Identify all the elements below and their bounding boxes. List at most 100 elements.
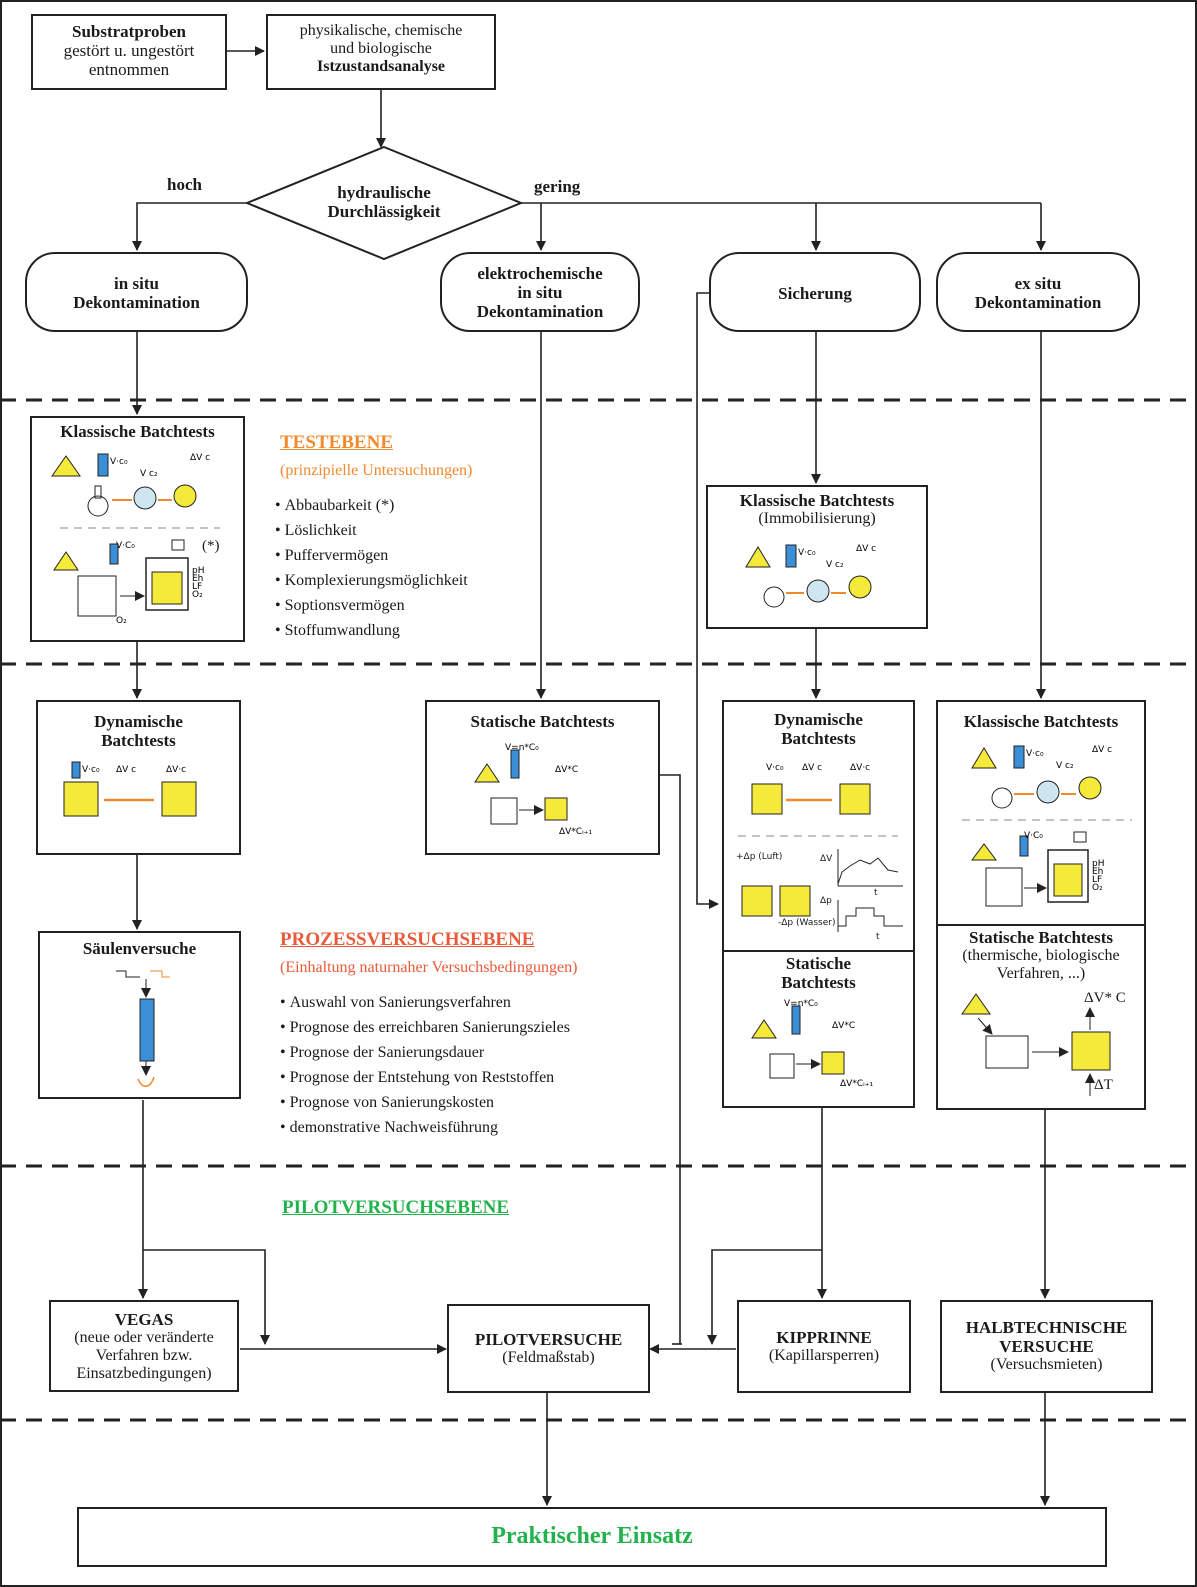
svg-text:ΔV*Cᵢ₊₁: ΔV*Cᵢ₊₁ [840,1079,873,1089]
statisch2-line1: Statische [785,954,852,973]
test-item: Abbaubarkeit (*) [275,493,468,518]
svg-text:ΔV*Cᵢ₊₁: ΔV*Cᵢ₊₁ [559,827,592,837]
saeulen-title: Säulenversuche [82,939,197,958]
svg-text:ΔV c: ΔV c [802,763,822,773]
dynamisch2-line1: Dynamische [774,710,863,729]
branch-gering-label: gering [534,177,581,196]
vegas-line2: Verfahren bzw. [95,1346,193,1364]
svg-text:ΔV*C: ΔV*C [555,765,578,775]
svg-text:V·c₀: V·c₀ [110,457,128,467]
level-test-title: TESTEBENE [280,432,393,453]
klassisch2-title: Klassische Batchtests [739,491,895,510]
dynamisch2-dp: Δp [820,896,832,906]
level-pilot-title: PILOTVERSUCHSEBENE [282,1197,510,1218]
dynamisch2-line2: Batchtests [781,729,856,749]
statisch2-line2: Batchtests [781,973,856,993]
klassisch3-box: Klassische Batchtests V·c₀ V c₂ ΔV c V·C… [936,700,1146,1110]
istzustand-line1: physikalische, chemische [299,22,463,39]
svg-text:Eh: Eh [192,574,203,584]
static-batch-illustration-2: V=n*C₀ ΔV*C ΔV*Cᵢ₊₁ [751,999,873,1089]
elektro-line2: in situ [517,283,563,303]
svg-text:ΔV·c: ΔV·c [166,765,186,775]
svg-text:V=n*C₀: V=n*C₀ [784,999,818,1009]
elektro-line1: elektrochemische [477,264,603,283]
svg-text:ΔV*C: ΔV*C [832,1021,855,1031]
svg-text:ΔV c: ΔV c [190,453,210,463]
decision-diamond [244,145,524,261]
test-list: Abbaubarkeit (*) Löslichkeit Puffervermö… [275,493,468,643]
svg-text:O₂: O₂ [192,590,203,600]
dynamisch2-dv: ΔV [820,854,833,864]
praktisch-title: Praktischer Einsatz [491,1523,693,1549]
prozess-item: Prognose von Sanierungskosten [280,1090,570,1115]
kipprinne-box: KIPPRINNE (Kapillarsperren) [737,1300,911,1393]
statisch3-line3: Verfahren, ...) [996,964,1086,982]
insitu-line2: Dekontamination [73,293,200,313]
halbtech-line1: HALBTECHNISCHE [965,1318,1128,1337]
svg-text:Eh: Eh [1092,867,1103,877]
klassisch1-box: Klassische Batchtests V·c₀ V c₂ ΔV c V·C… [30,416,245,642]
istzustand-title: Istzustandsanalyse [316,57,446,75]
svg-text:pH: pH [1092,859,1104,869]
statisch1-title: Statische Batchtests [470,712,615,731]
elektro-line3: Dekontamination [476,302,604,322]
svg-text:V·c₀: V·c₀ [82,765,100,775]
substratproben-box: Substratproben gestört u. ungestört entn… [31,14,227,90]
insitu-line1: in situ [114,274,159,293]
istzustand-line2: und biologische [330,39,432,57]
level-prozess-title: PROZESSVERSUCHSEBENE [280,929,535,950]
svg-text:V=n*C₀: V=n*C₀ [505,743,539,753]
level-prozess-sub: (Einhaltung naturnaher Versuchsbedingung… [280,959,578,976]
statisch3-dvc: ΔV* C [1084,990,1126,1006]
svg-text:ΔV c: ΔV c [856,544,876,554]
svg-text:ΔV c: ΔV c [1092,745,1112,755]
exsitu-box: ex situ Dekontamination [936,252,1140,332]
substratproben-line1: gestört u. ungestört [63,41,195,61]
test-item: Komplexierungsmöglichkeit [275,568,468,593]
dynamisch1-box: Dynamische Batchtests V·c₀ ΔV c ΔV·c [36,700,241,855]
prozess-item: Prognose der Sanierungsdauer [280,1040,570,1065]
kipprinne-title: KIPPRINNE [776,1328,872,1347]
svg-text:V c₂: V c₂ [140,469,158,479]
dynamisch2-wasser: -Δp (Wasser) [778,918,836,928]
exsitu-line1: ex situ [1014,274,1062,293]
svg-text:V c₂: V c₂ [1056,761,1074,771]
praktisch-box: Praktischer Einsatz [77,1507,1107,1567]
substratproben-line2: entnommen [88,60,170,80]
level-test-sub: (prinzipielle Untersuchungen) [280,462,473,479]
dynamisch2-t1: t [874,888,878,898]
svg-text:V c₂: V c₂ [826,560,844,570]
dynamic-batch-illustration: V·c₀ ΔV c ΔV·c [63,761,197,817]
pilot-sub: (Feldmaßstab) [502,1349,595,1367]
thermal-batch-illustration [961,993,1111,1096]
vegas-box: VEGAS (neue oder veränderte Verfahren bz… [49,1300,239,1392]
decision-line2: Durchlässigkeit [327,202,441,222]
pilot-box: PILOTVERSUCHE (Feldmaßstab) [447,1304,650,1393]
batch-flask-illustration: V·c₀ V c₂ ΔV c [745,544,876,608]
statisch3-line2: (thermische, biologische [962,947,1120,965]
vegas-line3: Einsatzbedingungen) [76,1364,212,1382]
test-item: Puffervermögen [275,543,468,568]
elektro-box: elektrochemische in situ Dekontamination [440,252,640,332]
saeulen-box: Säulenversuche [38,931,241,1099]
batch-apparatus-illustration-3: V·c₀ V c₂ ΔV c V·C₀ pH Eh LF O₂ [962,745,1132,907]
test-item: Löslichkeit [275,518,468,543]
klassisch3-divider [938,924,1144,926]
vegas-title: VEGAS [114,1310,174,1329]
decision-label: hydraulische Durchlässigkeit [296,183,472,221]
svg-text:V·c₀: V·c₀ [1026,749,1044,759]
svg-text:LF: LF [192,582,202,592]
istzustand-box: physikalische, chemische und biologische… [266,14,496,90]
klassisch1-note: (*) [202,538,220,554]
dynamisch2-box: Dynamische Batchtests V·c₀ ΔV c ΔV·c +Δp… [722,700,915,1108]
prozess-item: demonstrative Nachweisführung [280,1115,570,1140]
svg-text:O₂: O₂ [116,616,127,626]
prozess-item: Prognose der Entstehung von Reststoffen [280,1065,570,1090]
prozess-list: Auswahl von Sanierungsverfahren Prognose… [280,990,570,1140]
sicherung-title: Sicherung [778,284,852,303]
prozess-item: Prognose des erreichbaren Sanierungsziel… [280,1015,570,1040]
svg-text:ΔV c: ΔV c [116,765,136,775]
column-illustration [116,970,170,1087]
